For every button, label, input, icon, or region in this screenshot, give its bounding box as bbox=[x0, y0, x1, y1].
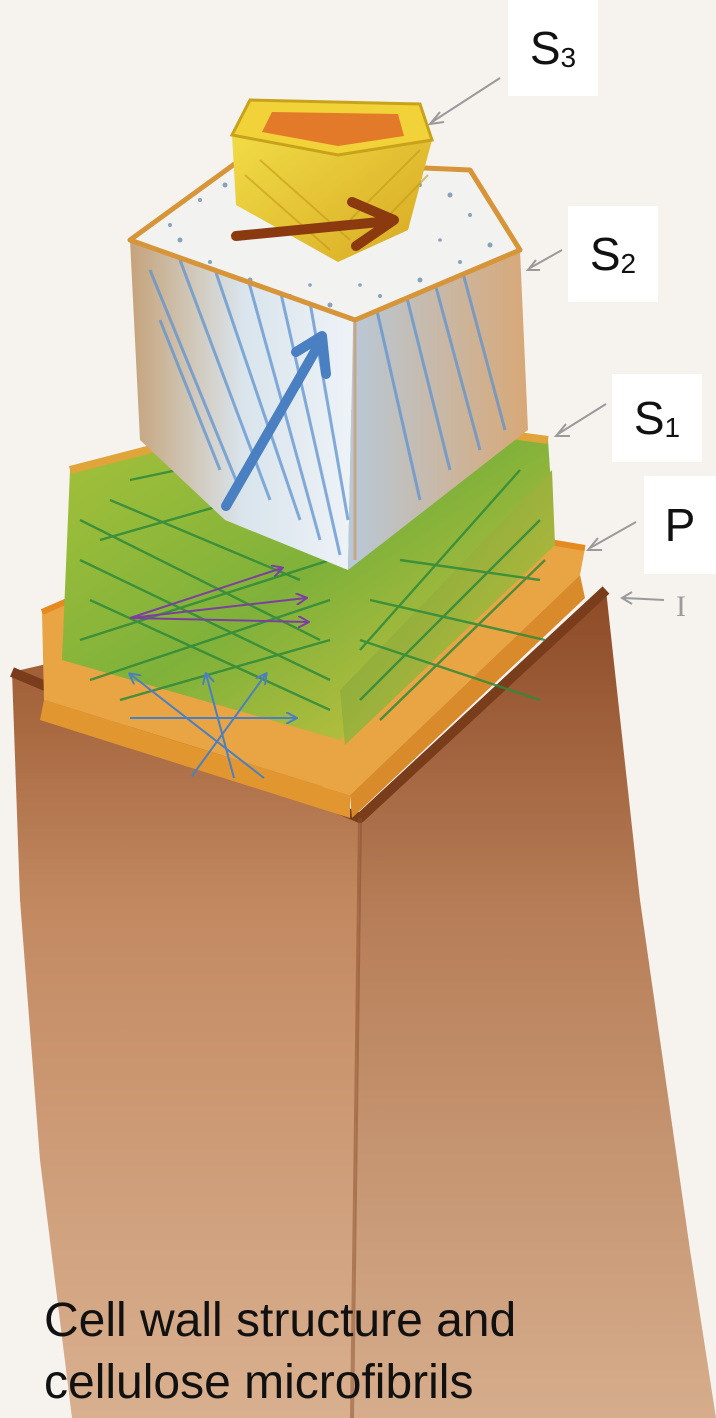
p-label-text: P bbox=[665, 502, 696, 548]
p-label: P bbox=[644, 476, 716, 574]
s1-label-subscript: 1 bbox=[665, 414, 681, 442]
s3-label-subscript: 3 bbox=[561, 44, 577, 72]
i-label: I bbox=[676, 590, 686, 624]
caption-line-2: cellulose microfibrils bbox=[44, 1352, 704, 1414]
s3-label-text: S bbox=[530, 25, 561, 71]
s2-label-text: S bbox=[590, 231, 621, 277]
caption-line-1: Cell wall structure and bbox=[44, 1290, 704, 1352]
caption: Cell wall structure and cellulose microf… bbox=[44, 1290, 704, 1414]
s1-label-text: S bbox=[634, 395, 665, 441]
s2-label-subscript: 2 bbox=[621, 250, 637, 278]
